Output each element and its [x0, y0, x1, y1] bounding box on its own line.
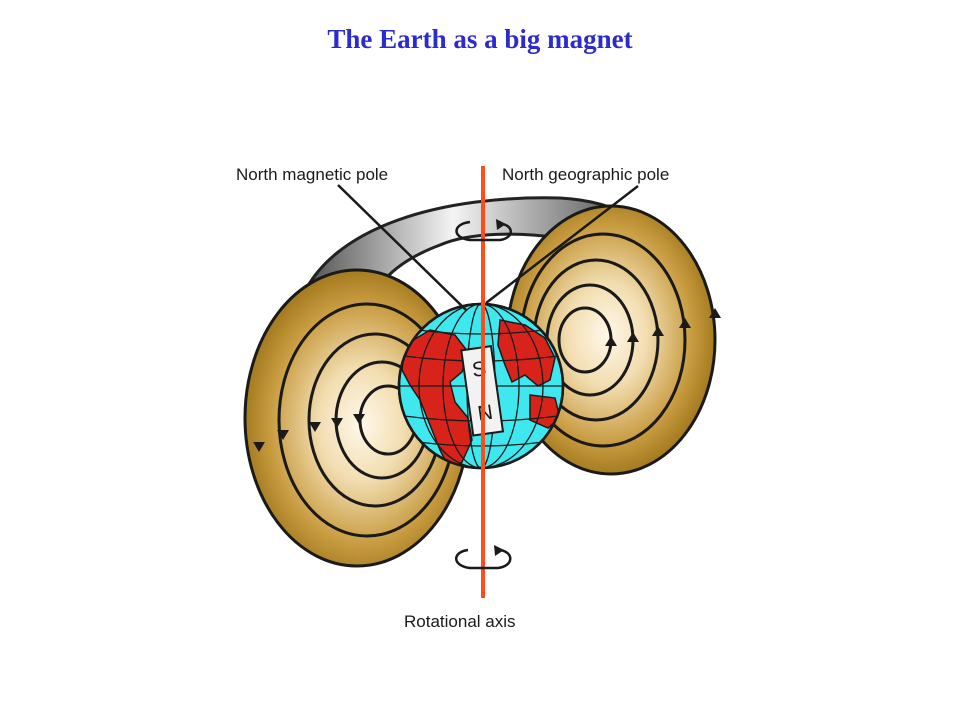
north-magnetic-pole-pointer: [337, 184, 467, 311]
continent: [401, 329, 473, 468]
field-arrow: [331, 418, 343, 428]
north-geographic-pole-label: North geographic pole: [502, 165, 669, 184]
field-arrow: [605, 336, 617, 346]
field-arrow: [309, 422, 321, 432]
north-magnetic-pole-label: North magnetic pole: [236, 165, 388, 184]
slide-title: The Earth as a big magnet: [327, 24, 633, 54]
field-arrow: [709, 308, 721, 318]
field-arrow: [627, 332, 639, 342]
field-arrow: [353, 414, 365, 424]
field-arrow: [277, 430, 289, 440]
rotation-arrow-bottom: [455, 545, 512, 570]
field-arrow: [652, 326, 664, 336]
rotational-axis-label: Rotational axis: [404, 612, 516, 631]
field-arrow: [253, 442, 265, 452]
magnet-north-label: N: [476, 401, 494, 426]
rotation-arrow-top: [455, 219, 512, 242]
field-arrow: [679, 318, 691, 328]
north-geographic-pole-pointer: [485, 185, 639, 304]
